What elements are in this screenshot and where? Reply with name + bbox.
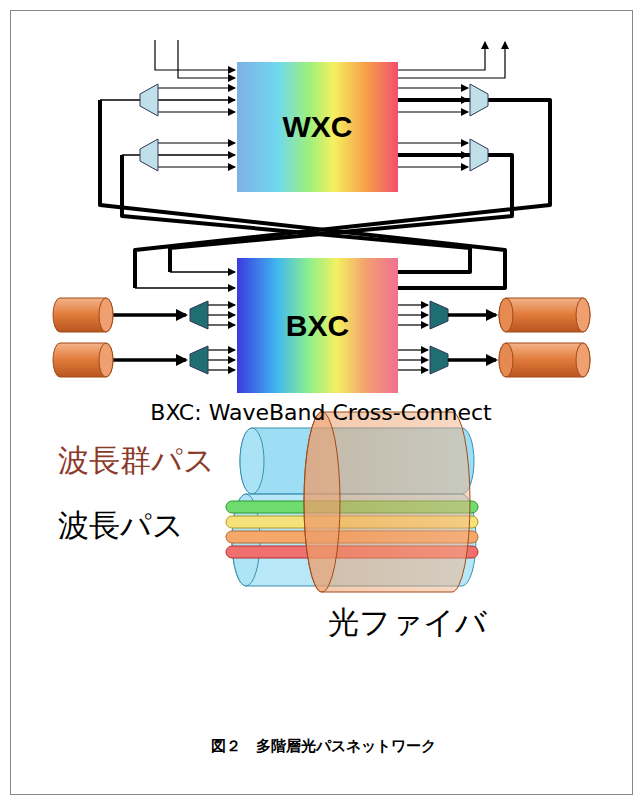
wxc-box: WXC: [237, 62, 398, 192]
connector-lead: [135, 287, 235, 289]
frame: [11, 11, 633, 795]
bxc-box: BXC: [237, 258, 398, 393]
mux-symbols: [140, 84, 488, 374]
node-label: BXC: [286, 309, 349, 343]
connector-lead: [122, 154, 235, 156]
port-arrows: [158, 88, 468, 370]
connector-lead: [170, 271, 235, 273]
path-illustration: [226, 412, 478, 592]
expansion-note: BXC: WaveBand Cross-Connect: [150, 400, 491, 425]
waveband-path-label: 波長群パス: [58, 440, 215, 482]
figure-caption: 図２ 多階層光パスネットワーク: [211, 737, 436, 756]
fiber-label: 光ファイバ: [328, 602, 487, 644]
node-label: WXC: [283, 110, 353, 144]
wavelength-path-label: 波長パス: [58, 505, 184, 547]
connector-lead: [100, 99, 235, 101]
